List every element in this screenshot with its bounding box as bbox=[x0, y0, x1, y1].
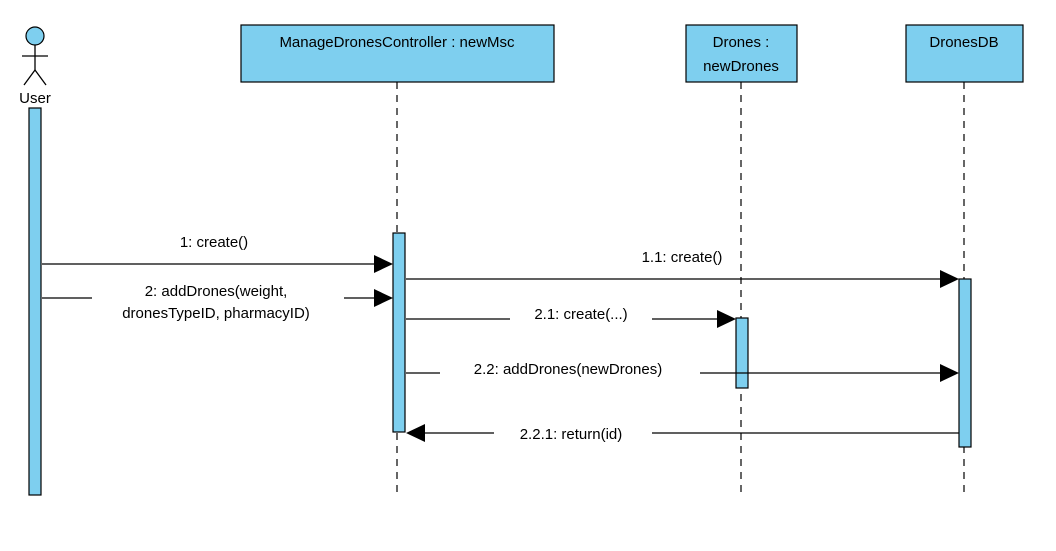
message-1-label: 1: create() bbox=[180, 234, 248, 251]
participant-dronesdb-box bbox=[905, 24, 1024, 83]
message-2-2-1-arrowhead-icon bbox=[406, 424, 425, 442]
participant-controller: ManageDronesController : newMsc bbox=[240, 24, 555, 83]
actor-head-icon bbox=[25, 26, 45, 46]
message-2-2-1-return: 2.2.1: return(id) bbox=[406, 424, 959, 443]
message-2-2-adddrones: 2.2: addDrones(newDrones) bbox=[406, 361, 959, 382]
participant-drones-box bbox=[685, 24, 798, 83]
participant-controller-box bbox=[240, 24, 555, 83]
actor-label: User bbox=[19, 90, 51, 107]
message-2-label-line1: 2: addDrones(weight, bbox=[145, 283, 288, 300]
activation-controller bbox=[392, 232, 406, 433]
message-1-1-label: 1.1: create() bbox=[642, 249, 723, 266]
message-2-1-label: 2.1: create(...) bbox=[534, 306, 627, 323]
actor-left-leg bbox=[23, 69, 36, 86]
message-2-1-arrowhead-icon bbox=[717, 310, 736, 328]
participant-drones-label-line1: Drones : bbox=[713, 34, 770, 51]
activation-dronesdb bbox=[958, 278, 972, 448]
participant-dronesdb-label: DronesDB bbox=[929, 34, 998, 51]
message-1-arrowhead-icon bbox=[374, 255, 393, 273]
message-1-1-create: 1.1: create() bbox=[406, 249, 959, 288]
participant-drones-label-line2: newDrones bbox=[703, 58, 779, 75]
participant-controller-label: ManageDronesController : newMsc bbox=[279, 34, 515, 51]
participant-drones: Drones : newDrones bbox=[685, 24, 798, 83]
activation-drones bbox=[735, 317, 749, 389]
message-1-create: 1: create() bbox=[42, 234, 393, 273]
message-2-1-create: 2.1: create(...) bbox=[406, 306, 736, 328]
activation-user bbox=[28, 107, 42, 496]
message-2-arrowhead-icon bbox=[374, 289, 393, 307]
message-2-2-arrowhead-icon bbox=[940, 364, 959, 382]
message-2-2-label: 2.2: addDrones(newDrones) bbox=[474, 361, 662, 378]
message-2-2-1-label: 2.2.1: return(id) bbox=[520, 426, 623, 443]
message-2-label-line2: dronesTypeID, pharmacyID) bbox=[122, 305, 310, 322]
actor-right-leg bbox=[34, 69, 47, 86]
participant-dronesdb: DronesDB bbox=[905, 24, 1024, 83]
message-1-1-arrowhead-icon bbox=[940, 270, 959, 288]
actor-user: User bbox=[19, 26, 51, 107]
message-2-adddrones: 2: addDrones(weight, dronesTypeID, pharm… bbox=[42, 283, 393, 322]
